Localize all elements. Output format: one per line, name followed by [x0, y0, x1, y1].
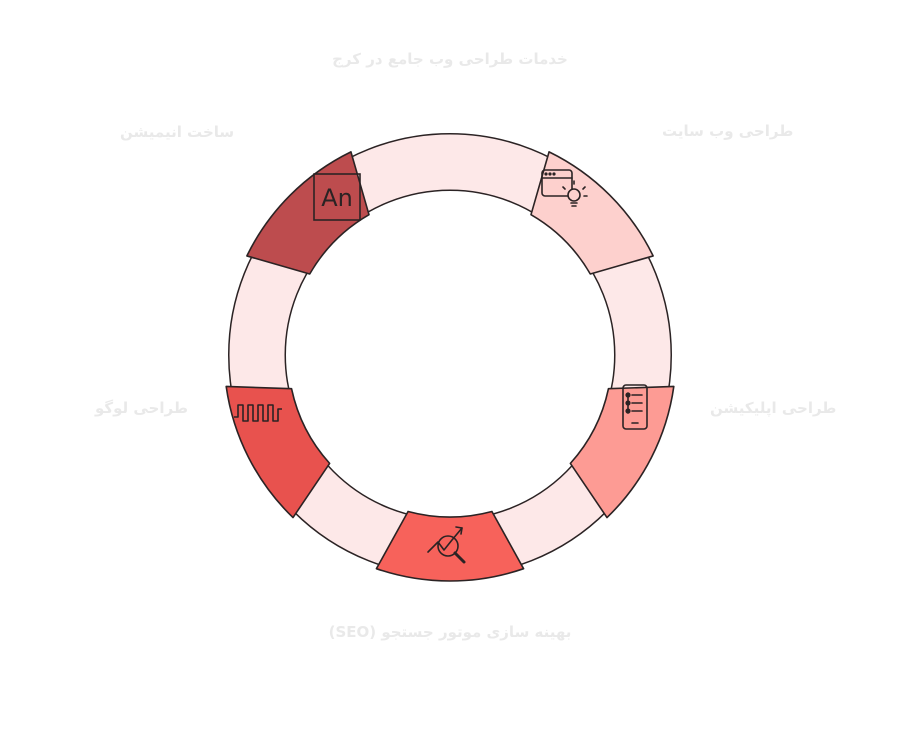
label-logo-design: طراحی لوگو [95, 399, 188, 417]
band-seo [375, 510, 525, 582]
web-design-icon [541, 169, 588, 207]
band-app-design [569, 385, 675, 519]
label-app-design: طراحی اپلیکیشن [710, 399, 837, 417]
waveform-icon [234, 404, 282, 422]
diagram-title: خدمات طراحی وب جامع در کرج [332, 50, 568, 68]
band-web-design [530, 151, 654, 275]
animate-an-icon: An [313, 173, 361, 221]
label-animation: ساخت انیمیشن [120, 123, 235, 141]
seo-analytics-icon [427, 526, 466, 564]
mobile-app-icon [622, 384, 648, 430]
label-web-design: طراحی وب سایت [662, 122, 794, 140]
band-animation [246, 151, 370, 275]
animate-icon-text: An [321, 184, 353, 212]
band-logo-design [225, 385, 331, 519]
label-seo: بهینه سازی موتور جستجو (SEO) [328, 623, 572, 641]
